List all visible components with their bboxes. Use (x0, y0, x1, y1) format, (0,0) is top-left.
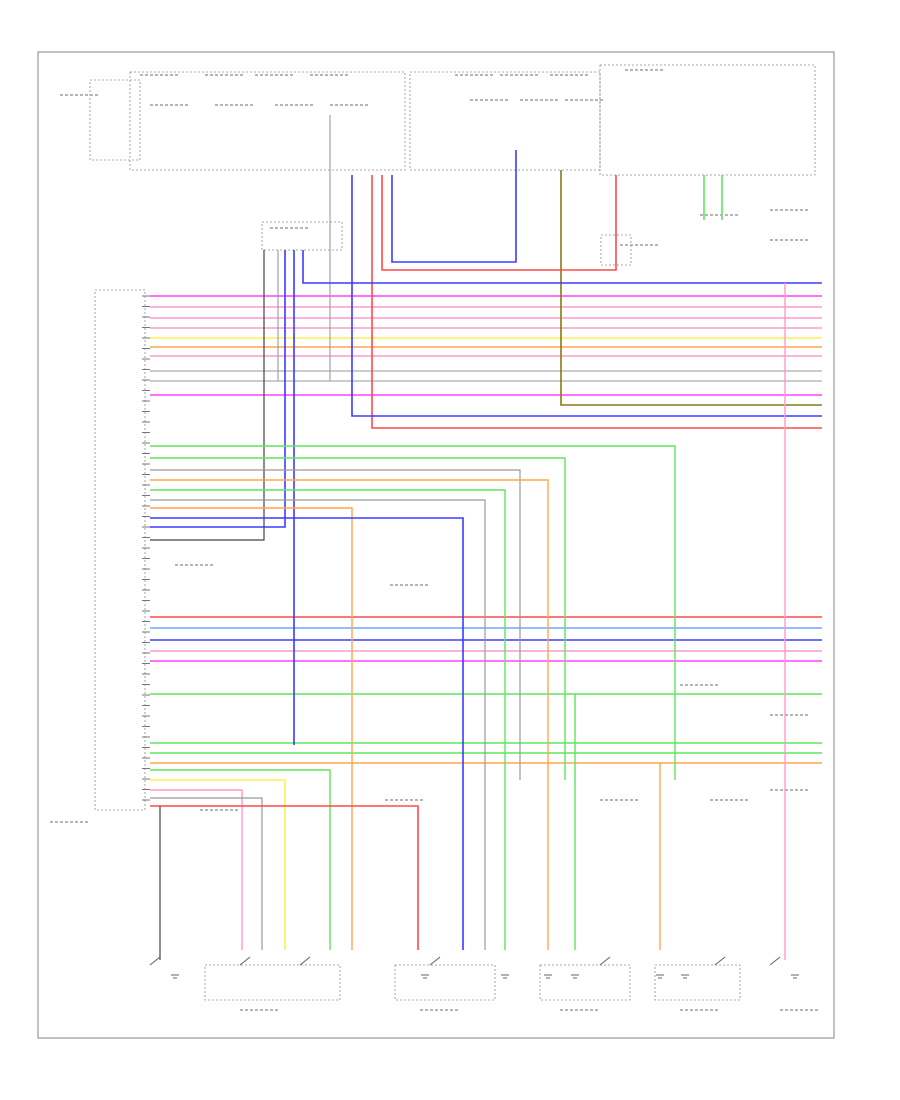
switch-block-top (129, 71, 406, 171)
black-harness (150, 250, 265, 541)
gray-lr-feed (150, 469, 521, 780)
right-front-door-assembly (394, 964, 496, 1001)
switch-symbol (714, 956, 726, 966)
marks-layer (50, 69, 818, 1011)
switch-symbol (239, 956, 251, 966)
ecu-header-block (89, 79, 141, 161)
components-layer (89, 64, 816, 1001)
switch-symbol (149, 956, 161, 966)
blue-route-low (351, 175, 822, 417)
red-route-low (371, 175, 822, 429)
switch-symbol (299, 956, 311, 966)
gray-lf-feed (150, 797, 263, 950)
blue-harness-3 (302, 250, 822, 284)
relay-block (600, 234, 632, 266)
gray-rf-feed (150, 499, 486, 950)
right-rear-door-assembly (654, 964, 741, 1001)
left-front-door-assembly (204, 964, 341, 1001)
blue-rf-feed (150, 517, 464, 950)
combination-meter-block (599, 64, 816, 176)
blue-harness-1 (150, 250, 286, 528)
switch-symbol (599, 956, 611, 966)
green-lr-feed (150, 457, 566, 780)
main-ecu-connector-strip (94, 289, 146, 811)
switch-symbol (769, 956, 781, 966)
left-rear-door-assembly (539, 964, 631, 1001)
olive-route (560, 170, 822, 406)
sensor-block-top (409, 71, 601, 171)
orange-lr-feed (150, 479, 549, 950)
wires-layer (150, 115, 822, 960)
yellow-lf-feed (150, 779, 286, 950)
orange-rf-feed (150, 507, 353, 950)
switch-symbol (429, 956, 441, 966)
blue-route-top (391, 150, 517, 263)
red-rf-feed (150, 805, 419, 950)
junction-block (261, 221, 343, 251)
green-lf-feed (150, 769, 331, 950)
pink-lf-feed (150, 789, 243, 950)
green-rf-feed (150, 489, 506, 950)
diagram-frame (37, 51, 835, 1039)
green-rr-feed (150, 445, 676, 780)
red-route-top (381, 175, 617, 271)
